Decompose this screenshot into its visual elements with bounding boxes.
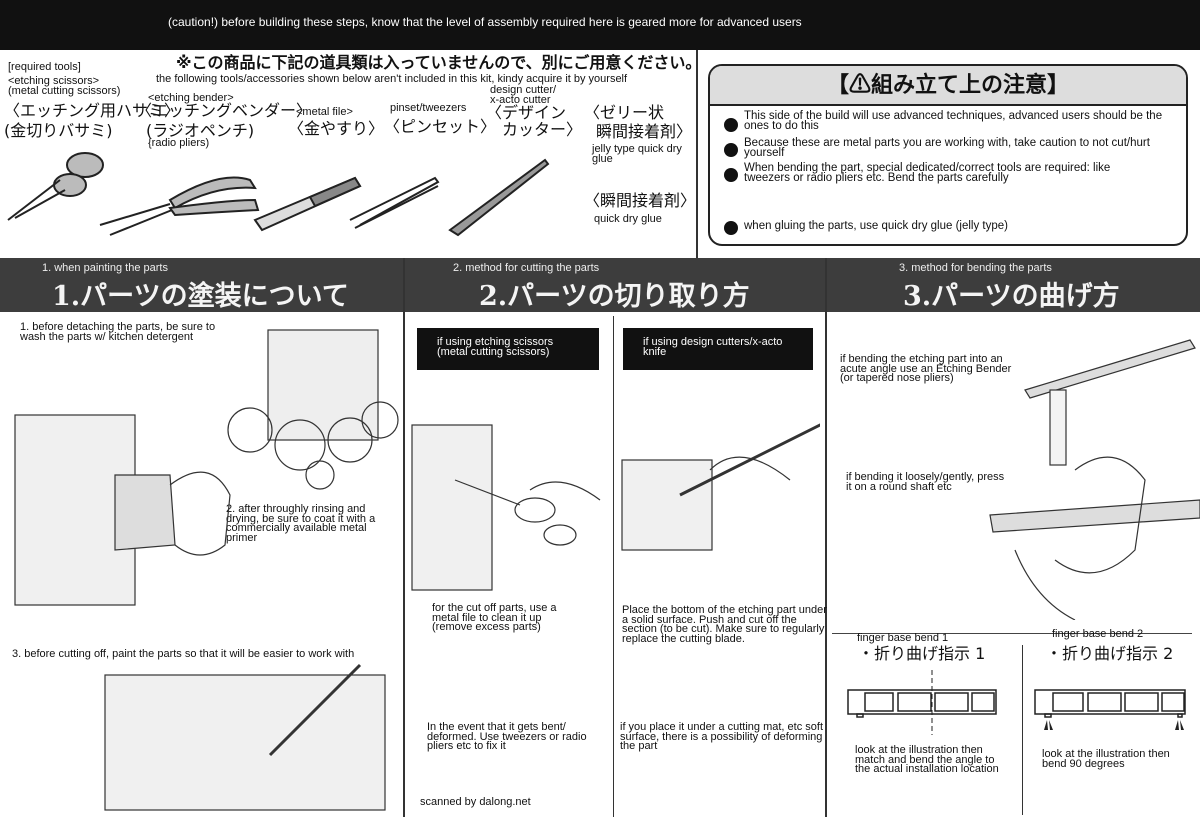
bend-diagrams [847,670,1186,735]
tools-heading-jp: ※この商品に下記の道具類は入っていませんので、別にご用意ください。 [176,53,702,72]
bend-1-label: finger base bend 1 [857,632,949,644]
bend-1-note: look at the illustration then match and … [855,744,999,775]
painting-illustration [14,329,399,811]
tool-jp-bender: 〈エッチングベンダー〉 [136,101,313,120]
painting-step-3: 3. before cutting off, paint the parts s… [12,648,355,660]
tool-label-jelly-glue: jelly type quick dry glue [592,143,682,165]
assembly-notice-box: 【⚠組み立て上の注意】 This side of the build will … [708,64,1188,246]
cutting-step-file: for the cut off parts, use a metal file … [432,602,557,633]
notice-item: when gluing the parts, use quick dry glu… [744,220,1009,232]
tool-jp-scissors: 〈エッチング用ハサミ〉 [4,101,181,120]
section-title: 3.パーツの曲げ方 [903,281,1120,312]
bullet-icon [724,168,738,182]
painting-step-1: 1. before detaching the parts, be sure t… [20,321,216,343]
tool-jp-tweezers: 〈ピンセット〉 [384,117,497,136]
bending-step-shaft: if bending it loosely/gently, press it o… [846,471,1005,493]
caution-banner: (caution!) before building these steps, … [0,0,1200,50]
tool-label-scissors: <etching scissors> (metal cutting scisso… [8,75,121,97]
cutting-step-press: Place the bottom of the etching part und… [622,604,827,645]
tool-label-tweezers: pinset/tweezers [390,102,467,114]
tool-jp-cutter-2: カッター〉 [502,120,583,139]
tools-illustration [7,152,550,237]
notice-item: When bending the part, special dedicated… [744,162,1111,184]
cutter-method-box: if using design cutters/x-acto knife [623,328,813,370]
section-title: 2.パーツの切り取り方 [479,281,750,312]
tool-label-bender-2: {radio pliers) [148,137,210,149]
notice-item: This side of the build will use advanced… [744,110,1163,132]
divider [825,258,827,817]
tool-jp-bender-2: (ラジオペンチ) [146,121,255,140]
tool-label-glue: quick dry glue [594,213,662,225]
tool-label-file: <metal file> [296,106,353,118]
section-caption: 2. method for cutting the parts [453,262,600,274]
section-title: 1.パーツの塗装について [52,281,349,312]
section-caption: 3. method for bending the parts [899,262,1052,274]
tool-jp-file: 〈金やすり〉 [288,119,385,138]
bend-1-title: ・折り曲げ指示 1 [858,644,986,663]
tool-jp-cutter: 〈デザイン [486,103,567,122]
section-header-cutting: 2. method for cutting the parts 2.パーツの切り… [405,258,825,312]
bullet-icon [724,221,738,235]
divider [832,633,1192,634]
bending-step-acute: if bending the etching part into an acut… [840,353,1012,384]
section-caption: 1. when painting the parts [42,262,168,274]
tools-translation: the following tools/accessories shown be… [156,73,628,85]
bend-2-note: look at the illustration then bend 90 de… [1042,748,1170,770]
cutting-step-fix: In the event that it gets bent/ deformed… [427,721,587,752]
divider [1022,645,1023,815]
tool-jp-jelly-glue-2: 瞬間接着剤〉 [596,122,693,141]
caution-text: (caution!) before building these steps, … [168,15,802,29]
cutting-step-mat: if you place it under a cutting mat, etc… [620,721,823,752]
tool-label-cutter: design cutter/ x-acto cutter [490,84,557,106]
section-header-bending: 3. method for bending the parts 3.パーツの曲げ… [827,258,1200,312]
tool-jp-glue: 〈瞬間接着剤〉 [584,191,697,210]
scissors-method-box: if using etching scissors (metal cutting… [417,328,599,370]
tools-heading: [required tools] [8,61,81,73]
divider [403,258,405,817]
bullet-icon [724,118,738,132]
divider [613,316,614,817]
tool-jp-scissors-2: (金切りバサミ) [4,121,113,140]
painting-step-2: 2. after throughly rinsing and drying, b… [226,503,376,544]
cutting-illustration [411,423,820,591]
notice-item: Because these are metal parts you are wo… [744,137,1150,159]
bend-2-label: finger base bend 2 [1052,628,1144,640]
tool-label-bender: <etching bender> [148,92,234,104]
bending-illustration [989,339,1200,620]
bend-2-title: ・折り曲げ指示 2 [1046,644,1174,663]
section-header-painting: 1. when painting the parts 1.パーツの塗装について [0,258,403,312]
divider [696,50,698,258]
tool-jp-jelly-glue: 〈ゼリー状 [584,103,665,122]
bullet-icon [724,143,738,157]
scan-credit: scanned by dalong.net [420,796,531,808]
notice-title: 【⚠組み立て上の注意】 [710,66,1186,106]
